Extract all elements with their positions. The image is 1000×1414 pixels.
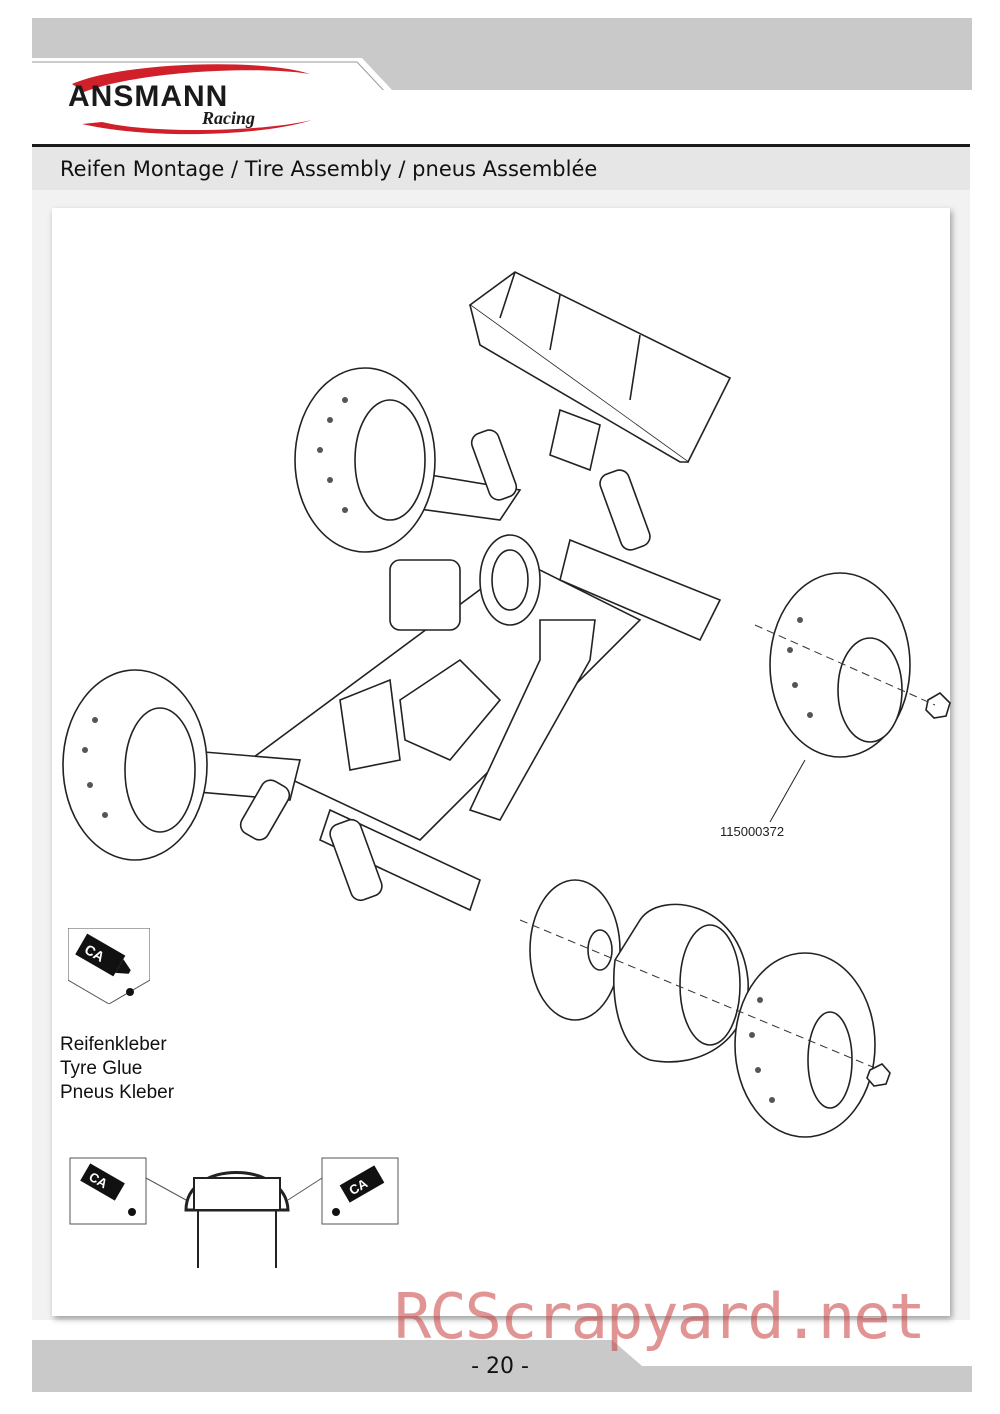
footer-band bbox=[32, 1340, 972, 1392]
glue-label-de: Reifenkleber bbox=[60, 1034, 167, 1055]
section-header: Reifen Montage / Tire Assembly / pneus A… bbox=[32, 144, 970, 190]
tire-cross-section-diagram: CA CA bbox=[69, 1157, 399, 1268]
ansmann-racing-logo: ANSMANN Racing bbox=[62, 62, 322, 142]
logo-swoosh-icon bbox=[72, 64, 312, 135]
brand-name: ANSMANN bbox=[68, 80, 229, 113]
brand-sub: Racing bbox=[202, 108, 256, 128]
watermark: RCScrapyard.net bbox=[394, 1280, 926, 1353]
page-number: - 20 - bbox=[471, 1354, 529, 1379]
header-band bbox=[32, 18, 972, 90]
part-number-label: 115000372 bbox=[720, 824, 785, 839]
ca-glue-icon: CA bbox=[68, 928, 150, 1004]
glue-label-fr: Pneus Kleber bbox=[60, 1082, 175, 1103]
section-title: Reifen Montage / Tire Assembly / pneus A… bbox=[60, 157, 598, 181]
glue-label-en: Tyre Glue bbox=[60, 1058, 143, 1079]
